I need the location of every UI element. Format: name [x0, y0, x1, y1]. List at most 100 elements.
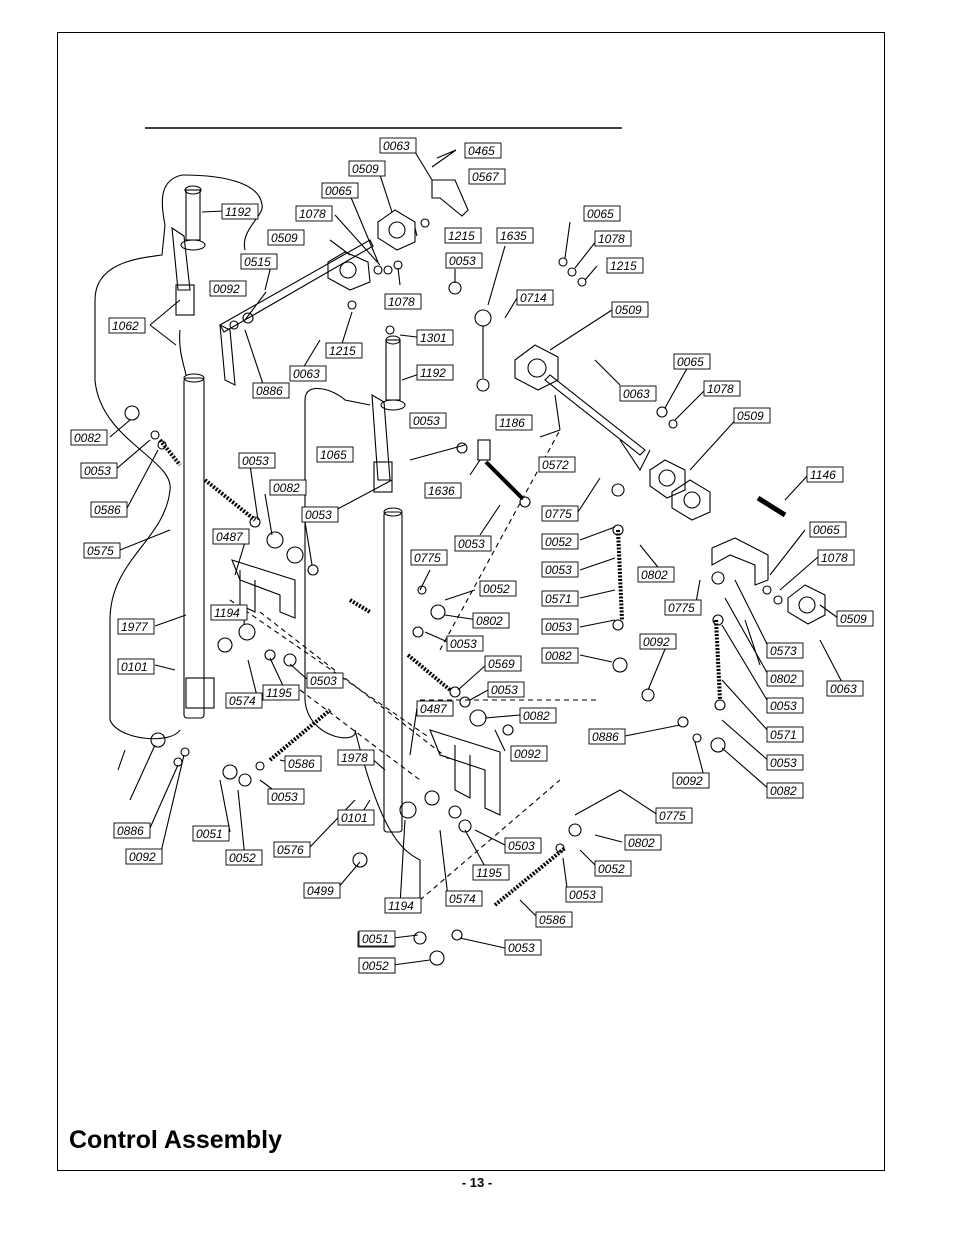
- part-number: 0509: [352, 162, 379, 176]
- part-number: 0053: [305, 508, 332, 522]
- part-callout: 0465: [464, 142, 502, 159]
- part-number: 1194: [388, 899, 414, 913]
- part-callout: 1195: [472, 864, 510, 881]
- part-number: 1186: [499, 416, 525, 430]
- part-number: 0571: [770, 728, 797, 742]
- part-number: 0503: [310, 674, 337, 688]
- part-number: 0053: [770, 699, 797, 713]
- part-number: 0802: [641, 568, 668, 582]
- part-callout: 0053: [565, 886, 603, 903]
- part-number: 1978: [341, 751, 368, 765]
- part-number: 0052: [598, 862, 625, 876]
- part-callout: 0052: [541, 533, 579, 550]
- part-callout: 0053: [487, 681, 525, 698]
- part-callout: 0775: [664, 599, 702, 616]
- part-callout: 0886: [588, 728, 626, 745]
- part-callout: 0051: [358, 930, 396, 947]
- part-number: 0065: [325, 184, 352, 198]
- part-callout: 0063: [826, 680, 864, 697]
- part-number: 0802: [476, 614, 503, 628]
- part-callout: 0503: [306, 672, 344, 689]
- part-number: 0082: [74, 431, 101, 445]
- part-number: 1065: [320, 448, 347, 462]
- part-callout: 0052: [225, 849, 263, 866]
- part-number: 0053: [545, 563, 572, 577]
- part-number: 0886: [256, 384, 283, 398]
- part-callout: 1146: [806, 466, 844, 483]
- part-number: 1215: [329, 344, 356, 358]
- part-callout: 0569: [484, 655, 522, 672]
- part-callout: 0515: [240, 253, 278, 270]
- part-number: 0082: [770, 784, 797, 798]
- part-callout: 1078: [295, 205, 333, 222]
- part-number: 1078: [299, 207, 326, 221]
- part-number: 0802: [770, 672, 797, 686]
- part-number: 0051: [362, 932, 389, 946]
- part-number: 0487: [420, 702, 448, 716]
- part-callout: 0065: [673, 353, 711, 370]
- part-callout: 0082: [519, 707, 557, 724]
- part-number: 1195: [266, 686, 292, 700]
- part-callout: 1215: [606, 257, 644, 274]
- part-number: 0886: [592, 730, 619, 744]
- part-number: 1977: [121, 620, 149, 634]
- part-number: 0101: [121, 660, 148, 674]
- page-border: [57, 32, 885, 1171]
- part-callout: 0052: [594, 860, 632, 877]
- part-callout: 0063: [379, 137, 417, 154]
- part-callout: 0487: [416, 700, 454, 717]
- part-number: 0775: [668, 601, 695, 615]
- part-number: 0063: [830, 682, 857, 696]
- part-number: 0574: [449, 892, 476, 906]
- part-callout: 0573: [766, 642, 804, 659]
- part-callout: 0886: [252, 382, 290, 399]
- part-callout: 0092: [672, 772, 710, 789]
- part-callout: 1078: [817, 549, 855, 566]
- part-callout: 1636: [424, 482, 462, 499]
- part-callout: 0775: [655, 807, 693, 824]
- part-number: 0569: [488, 657, 515, 671]
- part-number: 0487: [216, 530, 244, 544]
- part-callout: 0053: [446, 635, 484, 652]
- part-number: 0574: [229, 694, 256, 708]
- part-number: 0503: [508, 839, 535, 853]
- part-number: 0509: [615, 303, 642, 317]
- part-number: 0092: [129, 850, 156, 864]
- part-number: 0053: [413, 414, 440, 428]
- part-number: 0052: [545, 535, 572, 549]
- part-number: 1192: [225, 205, 251, 219]
- part-callout: 1078: [703, 380, 741, 397]
- part-callout: 0053: [301, 506, 339, 523]
- part-number: 0775: [545, 507, 572, 521]
- part-number: 0052: [483, 582, 510, 596]
- part-callout: 1195: [262, 684, 300, 701]
- part-callout: 0571: [541, 590, 579, 607]
- part-number: 1635: [500, 229, 527, 243]
- part-number: 0567: [472, 170, 500, 184]
- part-number: 0775: [414, 551, 441, 565]
- part-callout: 0802: [766, 670, 804, 687]
- part-number: 1194: [214, 606, 240, 620]
- part-number: 0065: [677, 355, 704, 369]
- part-number: 0052: [229, 851, 256, 865]
- part-callout: 0092: [510, 745, 548, 762]
- part-number: 0053: [449, 254, 476, 268]
- part-callout: 0572: [538, 456, 576, 473]
- part-callout: 0567: [468, 168, 506, 185]
- part-callout: 0092: [209, 280, 247, 297]
- part-callout: 0063: [289, 365, 327, 382]
- part-number: 0775: [659, 809, 686, 823]
- part-number: 1078: [388, 295, 415, 309]
- part-callout: 0586: [90, 501, 128, 518]
- part-number: 1192: [420, 366, 446, 380]
- part-number: 0101: [341, 811, 368, 825]
- part-callout: 0063: [619, 385, 657, 402]
- part-number: 1078: [821, 551, 848, 565]
- part-number: 0065: [587, 207, 614, 221]
- part-number: 0465: [468, 144, 495, 158]
- part-number: 1215: [448, 229, 475, 243]
- part-number: 0573: [770, 644, 797, 658]
- part-callout: 0051: [192, 825, 230, 842]
- part-callout: 0802: [624, 834, 662, 851]
- part-callout: 0509: [733, 407, 771, 424]
